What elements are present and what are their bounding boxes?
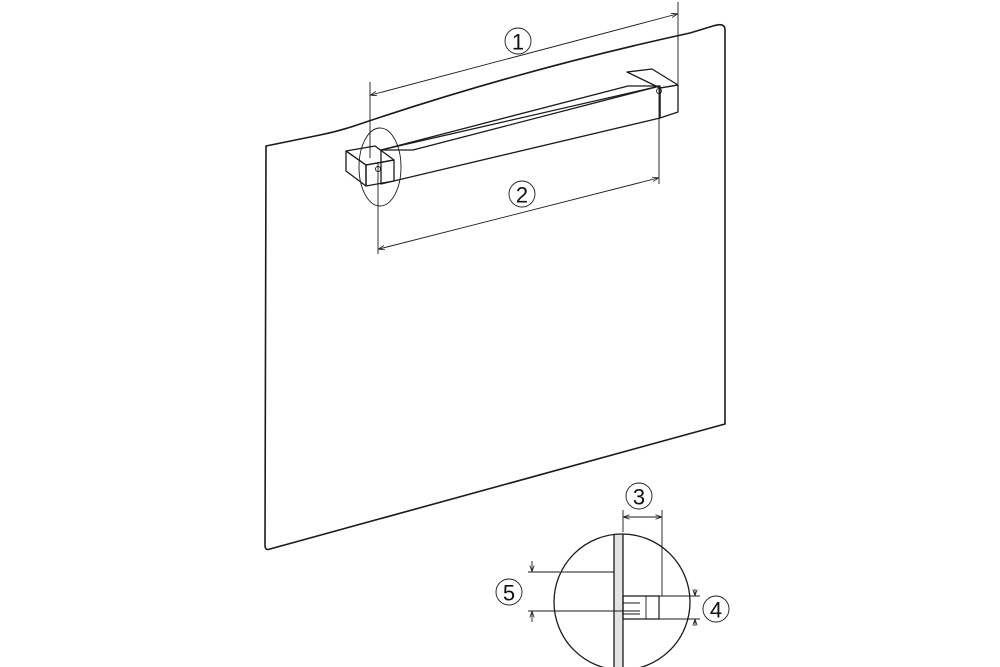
- detail-section-view: [528, 533, 691, 667]
- svg-text:5: 5: [503, 581, 515, 606]
- label-2: 2: [508, 180, 536, 208]
- door-handle: [345, 68, 679, 187]
- label-5: 5: [495, 578, 523, 606]
- door-panel: [264, 23, 726, 551]
- label-1: 1: [504, 27, 532, 55]
- label-4: 4: [702, 595, 730, 623]
- svg-text:3: 3: [633, 485, 645, 510]
- svg-text:1: 1: [512, 30, 524, 55]
- label-3: 3: [625, 482, 653, 510]
- dimension-3: [622, 510, 663, 596]
- dimension-2: [377, 86, 660, 254]
- dimension-4: [659, 589, 700, 626]
- svg-text:4: 4: [710, 598, 722, 623]
- svg-text:2: 2: [516, 183, 528, 208]
- dimension-1: [369, 2, 679, 158]
